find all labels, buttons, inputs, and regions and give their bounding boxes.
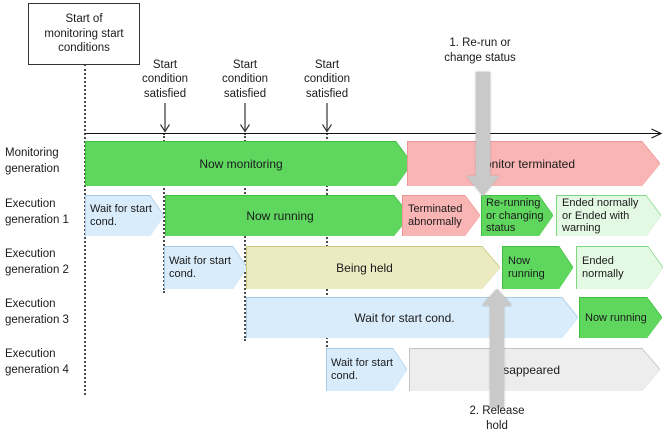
bar-now-running-exec1: Now running: [166, 196, 410, 236]
bar-wait-exec2: Wait for start cond.: [165, 247, 247, 289]
bar-wait-exec1: Wait for start cond.: [86, 196, 164, 236]
bar-label: Wait for start cond.: [86, 196, 164, 236]
row-label-execution-generation-2: Execution generation 2: [5, 248, 69, 276]
condition-arrow-1-icon: [159, 103, 171, 133]
rerun-note: 1. Re-run or change status: [444, 37, 516, 64]
condition-label-3: Start condition satisfied: [303, 59, 351, 100]
condition-label-1: Start condition satisfied: [141, 59, 189, 100]
dotted-line-condition-2: [244, 133, 246, 341]
bar-label: Terminated abnormally: [403, 196, 480, 236]
bar-ended-normally: Ended normally: [577, 247, 663, 289]
condition-label-2: Start condition satisfied: [221, 59, 269, 100]
bar-label: Ended normally: [577, 247, 663, 289]
row-label-execution-generation-4: Execution generation 4: [5, 348, 69, 376]
bar-label: Wait for start cond.: [327, 349, 407, 391]
rerun-down-arrow-icon: [467, 72, 499, 196]
bar-label: Wait for start cond.: [165, 247, 247, 289]
bar-label: Wait for start cond.: [247, 298, 578, 338]
bar-now-running-exec3: Now running: [580, 298, 662, 338]
row-label-execution-generation-3: Execution generation 3: [5, 298, 69, 326]
bar-label: Now running: [166, 196, 410, 236]
bar-terminated-abnormally: Terminated abnormally: [403, 196, 480, 236]
start-of-monitoring-box: Start of monitoring start conditions: [28, 3, 140, 65]
bar-disappeared: Disappeared: [410, 349, 660, 391]
bar-label: Ended normally or Ended with warning: [557, 196, 661, 236]
bar-wait-exec4: Wait for start cond.: [327, 349, 407, 391]
bar-rerunning-or-changing-status: Re-running or changing status: [482, 196, 553, 236]
start-of-monitoring-label: Start of monitoring start conditions: [44, 12, 124, 55]
dotted-line-monitoring-start: [84, 64, 86, 395]
bar-label: Now running: [580, 298, 662, 338]
release-hold-up-arrow-icon: [482, 289, 512, 408]
bar-label: Monitor terminated: [408, 142, 660, 186]
bar-wait-exec3: Wait for start cond.: [247, 298, 578, 338]
row-label-monitoring-generation: Monitoring generation: [5, 147, 60, 175]
bar-monitor-terminated: Monitor terminated: [408, 142, 660, 186]
bar-label: Now monitoring: [86, 142, 412, 186]
bar-label: Now running: [503, 247, 573, 289]
bar-ended-normally-or-warning: Ended normally or Ended with warning: [557, 196, 661, 236]
bar-label: Being held: [247, 247, 500, 289]
bar-being-held: Being held: [247, 247, 500, 289]
condition-arrow-2-icon: [239, 103, 251, 133]
bar-now-monitoring: Now monitoring: [86, 142, 412, 186]
dotted-line-condition-1: [163, 133, 165, 293]
bar-now-running-exec2: Now running: [503, 247, 573, 289]
condition-arrow-3-icon: [321, 103, 333, 133]
row-label-execution-generation-1: Execution generation 1: [5, 198, 69, 226]
timeline-arrow-icon: [85, 128, 663, 139]
release-hold-note: 2. Release hold: [469, 405, 525, 432]
bar-label: Disappeared: [410, 349, 660, 391]
bar-label: Re-running or changing status: [482, 196, 553, 236]
